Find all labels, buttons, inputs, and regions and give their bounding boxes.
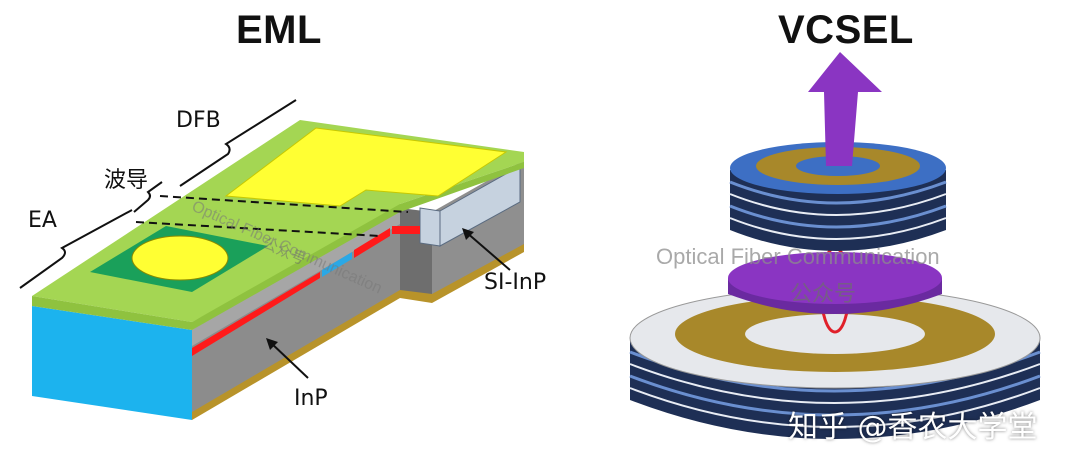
ea-contact xyxy=(131,235,229,281)
brace-ea xyxy=(19,209,133,289)
dfb-pad xyxy=(224,127,508,207)
vcsel-device xyxy=(629,52,1041,439)
beam-arrow xyxy=(808,52,882,166)
eml-gold-base xyxy=(192,288,400,420)
ea-label: EA xyxy=(28,208,57,233)
eml-active-red xyxy=(192,272,320,356)
watermark-vcsel-cn: 公众号 xyxy=(790,282,857,307)
eml-body-shade xyxy=(192,208,400,346)
lower-dbr xyxy=(629,287,1041,439)
eml-substrate-front xyxy=(32,306,192,420)
eml-device xyxy=(19,99,524,420)
arrow-si-inp-head xyxy=(462,228,474,240)
waveguide-label: 波导 xyxy=(104,168,149,193)
eml-top-edge3 xyxy=(400,162,524,212)
eml-top-edge2 xyxy=(192,204,400,330)
brace-dfb xyxy=(179,99,297,187)
eml-title: EML xyxy=(236,8,322,52)
eml-top-edge xyxy=(32,296,192,330)
watermark-vcsel: Optical Fiber Communication xyxy=(656,244,940,269)
brace-wg xyxy=(133,181,163,213)
arrow-inp xyxy=(269,341,309,379)
eml-active-red2 xyxy=(354,228,390,258)
si-inp-face xyxy=(439,165,521,247)
author-credit: 知乎 @香农大学堂 xyxy=(788,410,1038,445)
active-disc xyxy=(728,252,942,314)
eml-gold-far xyxy=(432,242,524,303)
arrow-inp-head xyxy=(266,338,278,350)
vcsel-title: VCSEL xyxy=(778,8,914,52)
si-inp-block xyxy=(419,207,441,247)
eml-active-red3 xyxy=(392,226,420,234)
wg-dash-2 xyxy=(135,221,381,237)
arrow-si-inp xyxy=(465,231,511,271)
upper-dbr xyxy=(729,142,947,251)
lower-ring-hole xyxy=(745,314,925,354)
inp-label: InP xyxy=(294,386,328,411)
eml-active-blue xyxy=(322,252,352,277)
dfb-label: DFB xyxy=(176,108,221,133)
wg-dash-1 xyxy=(159,195,409,213)
si-inp-label: SI-InP xyxy=(484,270,547,295)
